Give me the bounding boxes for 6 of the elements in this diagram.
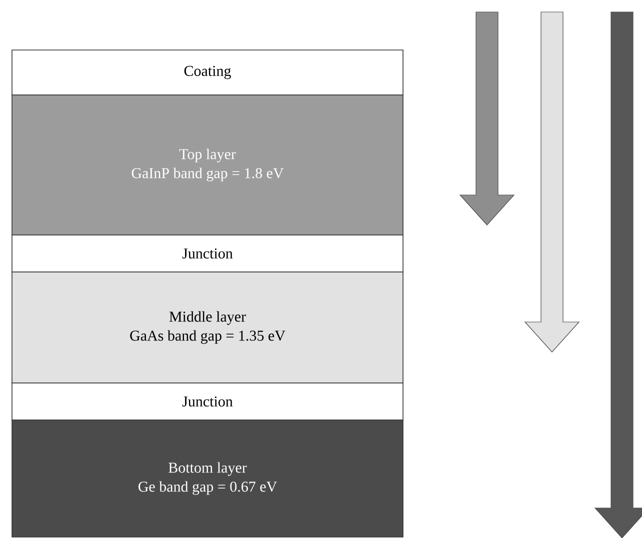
junction-layer: Junction (12, 382, 404, 420)
bottom-layer-box: Bottom layer Ge band gap = 0.67 eV (12, 420, 404, 538)
coating-layer: Coating (12, 50, 404, 96)
top-layer-box: Top layer GaInP band gap = 1.8 eV (12, 94, 404, 236)
junction-layer: Junction (12, 234, 404, 272)
middle-layer-box: Middle layer GaAs band gap = 1.35 eV (12, 272, 404, 384)
